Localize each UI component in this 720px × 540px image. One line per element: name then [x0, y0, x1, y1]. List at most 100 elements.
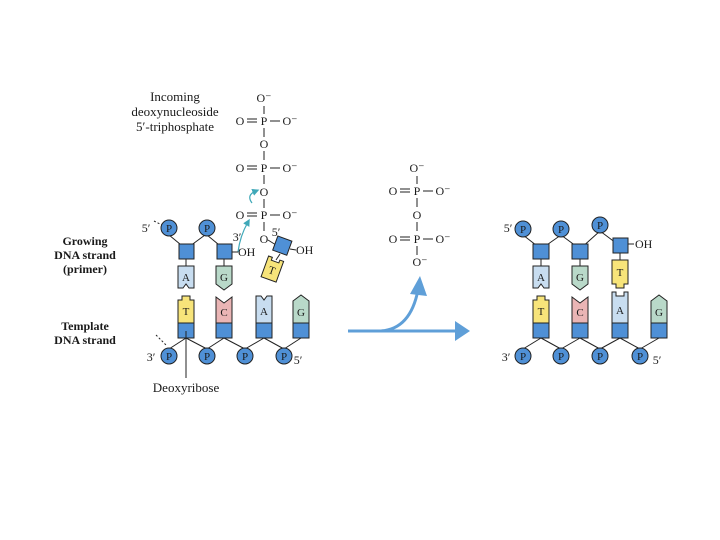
primer-base-a: A: [177, 265, 195, 289]
alpha-phosphorus: P: [261, 208, 268, 222]
right-template-3prime-label: 3′: [502, 350, 511, 364]
template-base-g-label: G: [297, 307, 305, 319]
template-5prime-label: 5′: [294, 353, 303, 367]
right-primer-base-a-label: A: [537, 272, 545, 284]
gamma-o-minus-top: O⁻: [257, 91, 272, 105]
phosphate-node: [631, 347, 649, 365]
ppi-o-left-1: O: [389, 184, 398, 198]
triphosphate-chain: O⁻ O P O⁻ O O P O⁻ O O P O⁻ O 5′: [236, 91, 298, 246]
right-template-base-c-label: C: [576, 307, 583, 319]
phosphate-label: P: [637, 351, 643, 363]
right-template-base-a: A: [611, 291, 629, 324]
ppi-phosphorus-2: P: [414, 232, 421, 246]
pyrophosphate: O⁻ O P O⁻ O O P O⁻ O⁻: [389, 161, 451, 269]
bridge-o-2: O: [260, 185, 269, 199]
growing-strand-left: 5′ OH 3′ P P: [142, 219, 256, 266]
gamma-phosphorus: P: [261, 114, 268, 128]
phosphate-label: P: [166, 223, 172, 235]
sugar-node: [532, 322, 550, 339]
primer-3prime-oh: OH: [238, 245, 256, 259]
right-primer-base-a: A: [532, 265, 550, 289]
sugar-node: [216, 243, 233, 260]
right-template-base-g: G: [650, 294, 668, 324]
incoming-label-line1: Incoming: [150, 89, 200, 104]
right-template-base-g-label: G: [655, 307, 663, 319]
phosphate-node: [552, 347, 570, 365]
sugar-node: [612, 237, 629, 254]
reaction-arrow-head: [455, 321, 470, 341]
attack-arrow: [237, 218, 250, 253]
sugar-node: [532, 243, 550, 260]
incoming-oh-label: OH: [296, 243, 314, 257]
phosphate-label: P: [166, 351, 172, 363]
alpha-o-left: O: [236, 208, 245, 222]
incoming-label-line2: deoxynucleoside: [131, 104, 219, 119]
template-strand-left: P P P P 3′ 5′: [147, 322, 310, 367]
release-arrow-head: [410, 276, 427, 296]
template-label-line1: Template: [61, 319, 109, 333]
right-template-base-t-label: T: [538, 306, 545, 318]
ppi-phosphorus-1: P: [414, 184, 421, 198]
growing-label-line3: (primer): [63, 262, 107, 276]
growing-label-line1: Growing: [62, 234, 107, 248]
phosphate-node: [160, 219, 178, 237]
phosphate-label: P: [204, 351, 210, 363]
sugar-node: [571, 322, 589, 339]
phosphate-node: [198, 219, 216, 237]
incoming-sugar: [272, 235, 293, 256]
phosphate-label: P: [558, 224, 564, 236]
alpha-o-lower: O: [260, 232, 269, 246]
beta-o-left: O: [236, 161, 245, 175]
right-template-base-c: C: [571, 296, 589, 324]
incoming-label-line3: 5′-triphosphate: [136, 119, 214, 134]
phosphate-node: [552, 220, 570, 238]
template-label-line2: DNA strand: [54, 333, 116, 347]
primer-3prime-label: 3′: [233, 230, 242, 244]
phosphate-node: [514, 347, 532, 365]
phosphate-node: [160, 347, 178, 365]
right-primer-base-t: T: [611, 259, 629, 289]
right-primer-base-g: G: [571, 265, 589, 291]
sugar-node: [292, 322, 310, 339]
right-template-5prime-label: 5′: [653, 353, 662, 367]
phosphate-label: P: [281, 351, 287, 363]
sugar-node: [178, 243, 195, 260]
ppi-bridge-o: O: [413, 208, 422, 222]
gamma-o-left: O: [236, 114, 245, 128]
growing-5prime-label: 5′: [142, 221, 151, 235]
template-base-t: T: [177, 295, 195, 324]
template-base-g: G: [292, 294, 310, 324]
phosphate-label: P: [520, 351, 526, 363]
ppi-o-minus-top: O⁻: [410, 161, 425, 175]
template-base-c: C: [215, 296, 233, 324]
right-template-base-a-label: A: [616, 305, 624, 317]
growing-label-line2: DNA strand: [54, 248, 116, 262]
incoming-5prime-label: 5′: [272, 225, 281, 239]
beta-o-minus-right: O⁻: [283, 161, 298, 175]
template-strand-right: P P P P 3′ 5′: [502, 322, 668, 367]
attack-arrow-small: [249, 188, 260, 204]
sugar-node: [255, 322, 273, 339]
phosphate-node: [236, 347, 254, 365]
phosphate-node: [275, 347, 293, 365]
ppi-o-minus-bottom: O⁻: [413, 255, 428, 269]
right-oh-label: OH: [635, 237, 653, 251]
incoming-base-t: T: [260, 255, 285, 283]
template-base-a: A: [255, 295, 273, 324]
phosphate-label: P: [597, 220, 603, 232]
phosphate-node: [198, 347, 216, 365]
template-base-a-label: A: [260, 306, 268, 318]
phosphate-label: P: [558, 351, 564, 363]
sugar-node: [215, 322, 233, 339]
phosphate-label: P: [597, 351, 603, 363]
growing-strand-right: 5′ OH P P P: [504, 216, 653, 266]
primer-base-g-label: G: [220, 272, 228, 284]
primer-base-a-label: A: [182, 272, 190, 284]
beta-phosphorus: P: [261, 161, 268, 175]
ppi-o-left-2: O: [389, 232, 398, 246]
template-base-c-label: C: [220, 307, 227, 319]
gamma-o-minus-right: O⁻: [283, 114, 298, 128]
sugar-node: [571, 243, 589, 260]
